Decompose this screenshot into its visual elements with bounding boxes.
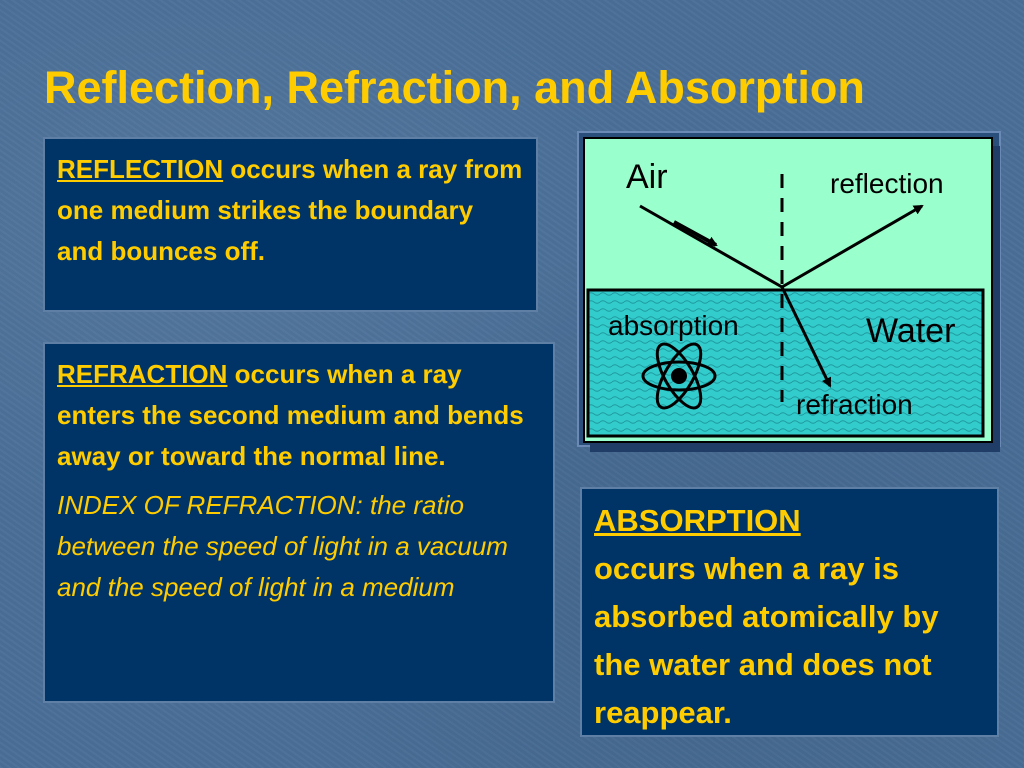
reflection-term: REFLECTION bbox=[57, 154, 224, 184]
atom-orbit-left bbox=[655, 342, 703, 410]
absorption-box: ABSORPTION occurs when a ray is absorbed … bbox=[580, 487, 999, 737]
slide-title: Reflection, Refraction, and Absorption bbox=[44, 62, 865, 113]
water-label: Water bbox=[866, 312, 955, 350]
absorption-label: absorption bbox=[608, 310, 739, 341]
air-label: Air bbox=[626, 158, 668, 196]
reflection-paragraph: REFLECTION occurs when a ray from one me… bbox=[57, 149, 524, 272]
incident-ray bbox=[639, 204, 783, 289]
index-of-refraction-definition: INDEX OF REFRACTION: the ratio between t… bbox=[57, 490, 508, 602]
refraction-term: REFRACTION bbox=[57, 359, 228, 389]
refraction-label: refraction bbox=[796, 389, 913, 420]
atom-icon bbox=[641, 342, 717, 410]
optics-diagram: Air reflection absorption Water refracti… bbox=[577, 131, 1001, 452]
absorption-text: occurs when a ray is absorbed atomically… bbox=[594, 551, 939, 730]
refraction-paragraph: REFRACTION occurs when a ray enters the … bbox=[57, 354, 541, 477]
refraction-text: occurs when a ray enters the second medi… bbox=[57, 359, 524, 471]
atom-orbit-horizontal bbox=[641, 360, 717, 392]
absorption-paragraph: ABSORPTION occurs when a ray is absorbed … bbox=[594, 497, 985, 737]
refraction-box: REFRACTION occurs when a ray enters the … bbox=[43, 342, 555, 703]
atom-nucleus bbox=[671, 368, 687, 384]
water-region bbox=[586, 288, 985, 438]
reflection-box: REFLECTION occurs when a ray from one me… bbox=[43, 137, 538, 312]
absorption-term: ABSORPTION bbox=[594, 503, 801, 538]
reflection-label: reflection bbox=[830, 168, 944, 199]
reflection-text: occurs when a ray from one medium strike… bbox=[57, 154, 523, 266]
atom-orbit-right bbox=[655, 342, 703, 410]
incident-arrow bbox=[673, 220, 718, 247]
refraction-ray bbox=[780, 286, 832, 388]
reflection-ray bbox=[781, 204, 924, 289]
